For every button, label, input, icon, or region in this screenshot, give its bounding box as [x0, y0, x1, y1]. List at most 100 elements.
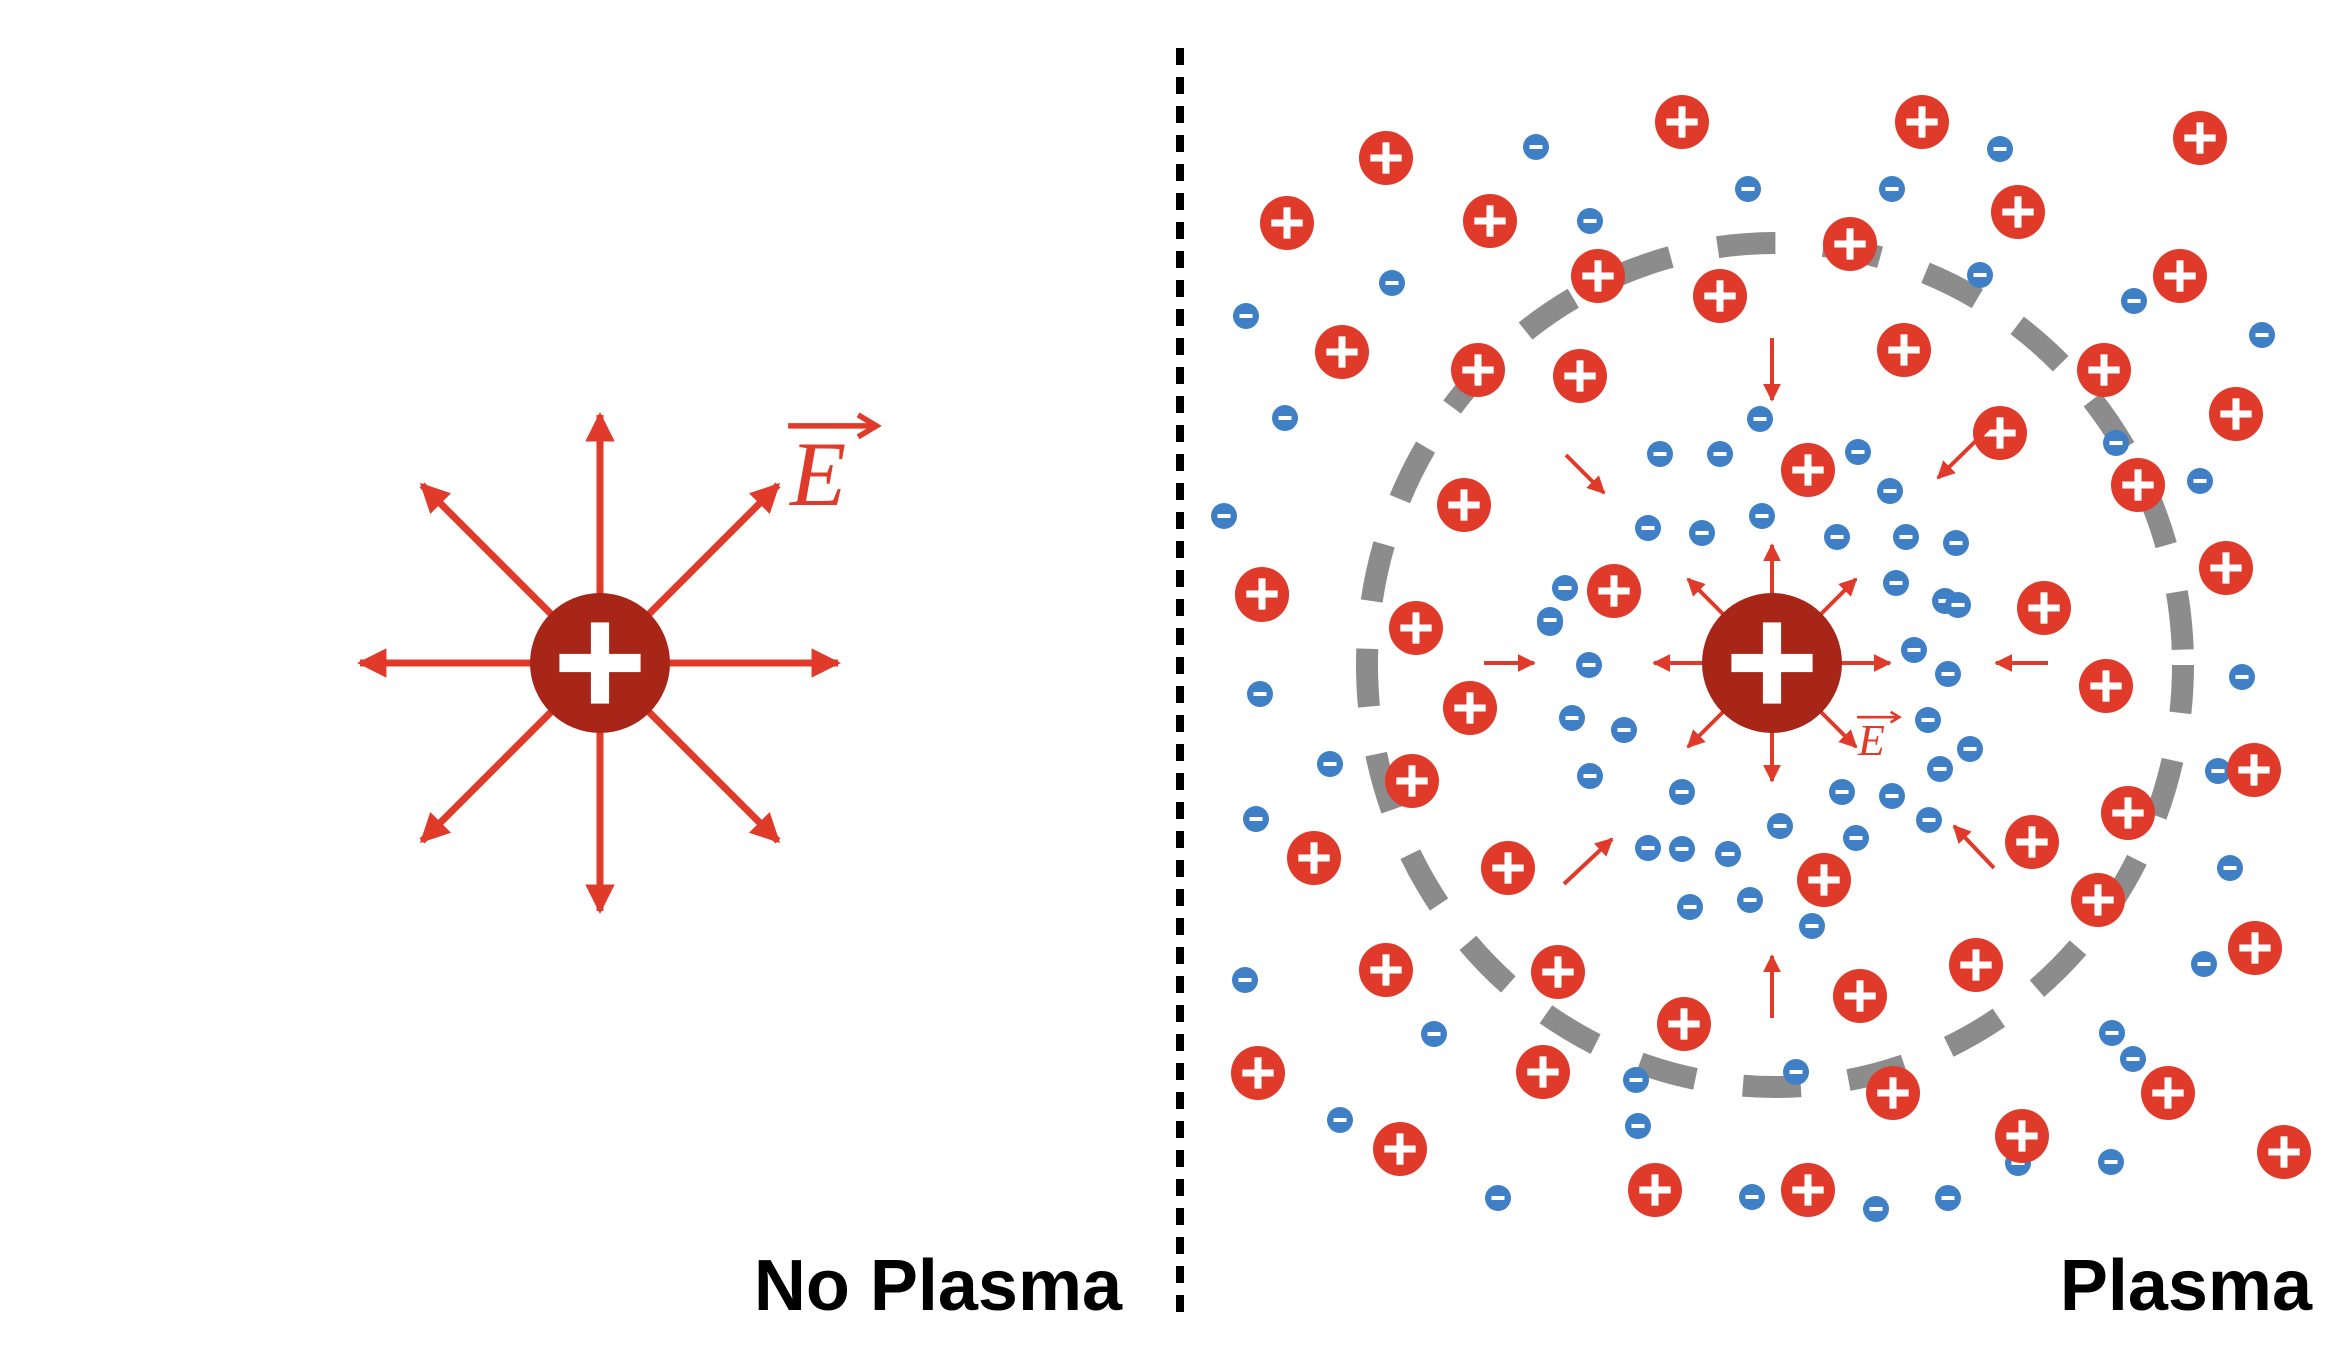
shielding-arrow-1 — [1564, 453, 1606, 495]
minus-sign-icon — [2255, 333, 2269, 337]
electron-40 — [1749, 503, 1775, 529]
positive-ion-3 — [2173, 111, 2227, 165]
positive-ion-25 — [1235, 567, 1289, 621]
minus-sign-icon — [2105, 1031, 2119, 1035]
electron-64 — [1669, 779, 1695, 805]
minus-sign-icon — [1889, 581, 1903, 585]
electron-group — [1211, 134, 2275, 1222]
minus-sign-icon — [1745, 1195, 1759, 1199]
electron-8 — [1272, 405, 1298, 431]
minus-sign-icon — [2109, 441, 2123, 445]
electron-58 — [1552, 575, 1578, 601]
minus-sign-icon — [1885, 794, 1899, 798]
positive-ion-14 — [1877, 323, 1931, 377]
electron-5 — [1379, 270, 1405, 296]
electron-17 — [1625, 1113, 1651, 1139]
minus-sign-icon — [1278, 416, 1292, 420]
positive-ion-1 — [1655, 95, 1709, 149]
electron-20 — [1935, 1185, 1961, 1211]
positive-ion-44 — [1516, 1045, 1570, 1099]
positive-ion-38 — [1359, 943, 1413, 997]
electron-44 — [1883, 570, 1909, 596]
minus-sign-icon — [2011, 1161, 2025, 1165]
positive-ion-7 — [1571, 249, 1625, 303]
positive-ion-42 — [1657, 997, 1711, 1051]
electron-1 — [1735, 176, 1761, 202]
positive-ion-27 — [2079, 659, 2133, 713]
minus-sign-icon — [1885, 187, 1899, 191]
plasma-panel: E — [1211, 95, 2311, 1222]
electron-63 — [1577, 763, 1603, 789]
positive-ion-35 — [1797, 853, 1851, 907]
electron-7 — [1233, 303, 1259, 329]
positive-ion-17 — [1973, 406, 2027, 460]
minus-sign-icon — [1333, 1118, 1347, 1122]
minus-sign-icon — [1951, 603, 1965, 607]
positive-ion-20 — [1587, 564, 1641, 618]
electron-33 — [1747, 406, 1773, 432]
minus-sign-icon — [1385, 281, 1399, 285]
no-plasma-panel: E — [357, 412, 882, 914]
minus-sign-icon — [1921, 718, 1935, 722]
electron-69 — [1677, 894, 1703, 920]
positive-ion-36 — [2071, 873, 2125, 927]
electron-67 — [1799, 913, 1825, 939]
central-positive-charge — [530, 593, 670, 733]
positive-ion-2 — [1895, 95, 1949, 149]
minus-sign-icon — [1805, 924, 1819, 928]
minus-sign-icon — [1675, 847, 1689, 851]
positive-ion-10 — [2153, 249, 2207, 303]
minus-sign-icon — [1899, 535, 1913, 539]
minus-sign-icon — [1773, 824, 1787, 828]
electron-10 — [1247, 681, 1273, 707]
minus-sign-icon — [1743, 898, 1757, 902]
positive-ion-12 — [1451, 343, 1505, 397]
electron-24 — [2120, 1046, 2146, 1072]
electron-42 — [1893, 524, 1919, 550]
minus-sign-icon — [2126, 1057, 2140, 1061]
positive-ion-8 — [1693, 269, 1747, 323]
positive-ion-46 — [2141, 1066, 2195, 1120]
field-vector-label-left: E — [788, 412, 882, 525]
positive-ion-6 — [1991, 185, 2045, 239]
minus-sign-icon — [1641, 846, 1655, 850]
electron-14 — [1421, 1021, 1447, 1047]
no-plasma-label: No Plasma — [754, 1246, 1123, 1326]
minus-sign-icon — [1713, 452, 1727, 456]
electron-23 — [2099, 1020, 2125, 1046]
electron-72 — [1537, 607, 1563, 633]
electron-54 — [1767, 813, 1793, 839]
minus-sign-icon — [1963, 747, 1977, 751]
positive-ion-16 — [2209, 387, 2263, 441]
electron-36 — [1845, 439, 1871, 465]
minus-sign-icon — [2127, 299, 2141, 303]
positive-ion-21 — [2111, 458, 2165, 512]
electron-30 — [2103, 430, 2129, 456]
positive-ion-13 — [1553, 349, 1607, 403]
minus-sign-icon — [1789, 1070, 1803, 1074]
positive-ion-45 — [1866, 1066, 1920, 1120]
minus-sign-icon — [1721, 852, 1735, 856]
electron-48 — [1935, 661, 1961, 687]
minus-sign-icon — [1558, 586, 1572, 590]
minus-sign-icon — [1253, 692, 1267, 696]
electron-15 — [1327, 1107, 1353, 1133]
positive-ion-41 — [1833, 969, 1887, 1023]
electron-43 — [1943, 530, 1969, 556]
electron-57 — [1635, 835, 1661, 861]
electron-41 — [1824, 524, 1850, 550]
minus-sign-icon — [2193, 479, 2207, 483]
electron-2 — [1879, 176, 1905, 202]
electron-32 — [2249, 322, 2275, 348]
positive-ion-24 — [2199, 541, 2253, 595]
shielded-charge-group: E — [1652, 543, 1902, 783]
minus-sign-icon — [1631, 1124, 1645, 1128]
electron-46 — [1945, 592, 1971, 618]
electron-11 — [1317, 751, 1343, 777]
positive-ion-group — [1231, 95, 2311, 1217]
electron-49 — [1915, 707, 1941, 733]
minus-sign-icon — [1239, 314, 1253, 318]
minus-sign-icon — [1249, 817, 1263, 821]
